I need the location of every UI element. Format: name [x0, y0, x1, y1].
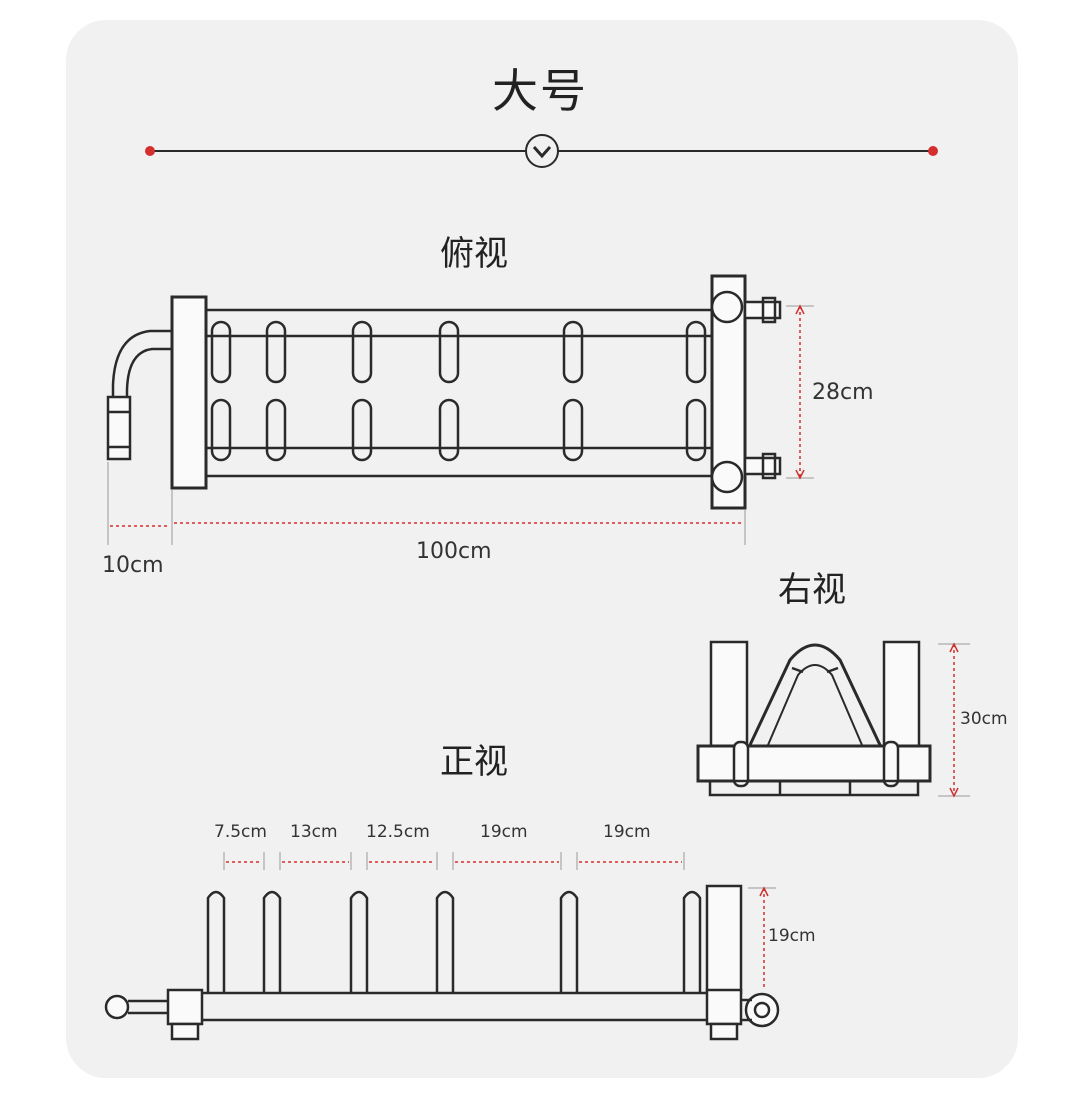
chevron-down-circle-icon: [525, 134, 559, 168]
top-view-dimensions: 28cm 10cm 100cm: [102, 304, 874, 578]
top-view-pegs: [210, 320, 707, 462]
front-view-drawing: [104, 884, 780, 1041]
top-view-label: 俯视: [440, 234, 508, 274]
side-view-drawing: [696, 640, 932, 797]
page-title: 大号: [492, 64, 588, 118]
front-view-dimensions: 7.5cm 13cm 12.5cm 19cm 19cm 19cm: [214, 822, 816, 990]
front-view-pegs: [206, 890, 702, 993]
front-view-label: 正视: [440, 742, 508, 782]
top-view-width-dim: 28cm: [812, 380, 874, 405]
top-view-length-dim: 100cm: [416, 539, 492, 564]
front-view-spacing-dim-3: 12.5cm: [366, 822, 430, 842]
front-view-height-dim: 19cm: [768, 926, 816, 946]
front-view-spacing-dim-1: 7.5cm: [214, 822, 267, 842]
title-divider: [145, 134, 938, 168]
top-view-drawing: [106, 274, 782, 510]
side-view-label: 右视: [778, 570, 846, 610]
front-view-spacing-dim-5: 19cm: [603, 822, 651, 842]
front-view-spacing-dim-4: 19cm: [480, 822, 528, 842]
side-view-height-dim: 30cm: [960, 709, 1008, 729]
top-view-handle-dim: 10cm: [102, 553, 164, 578]
front-view-spacing-dim-2: 13cm: [290, 822, 338, 842]
side-view-dimensions: 30cm: [938, 642, 1008, 798]
